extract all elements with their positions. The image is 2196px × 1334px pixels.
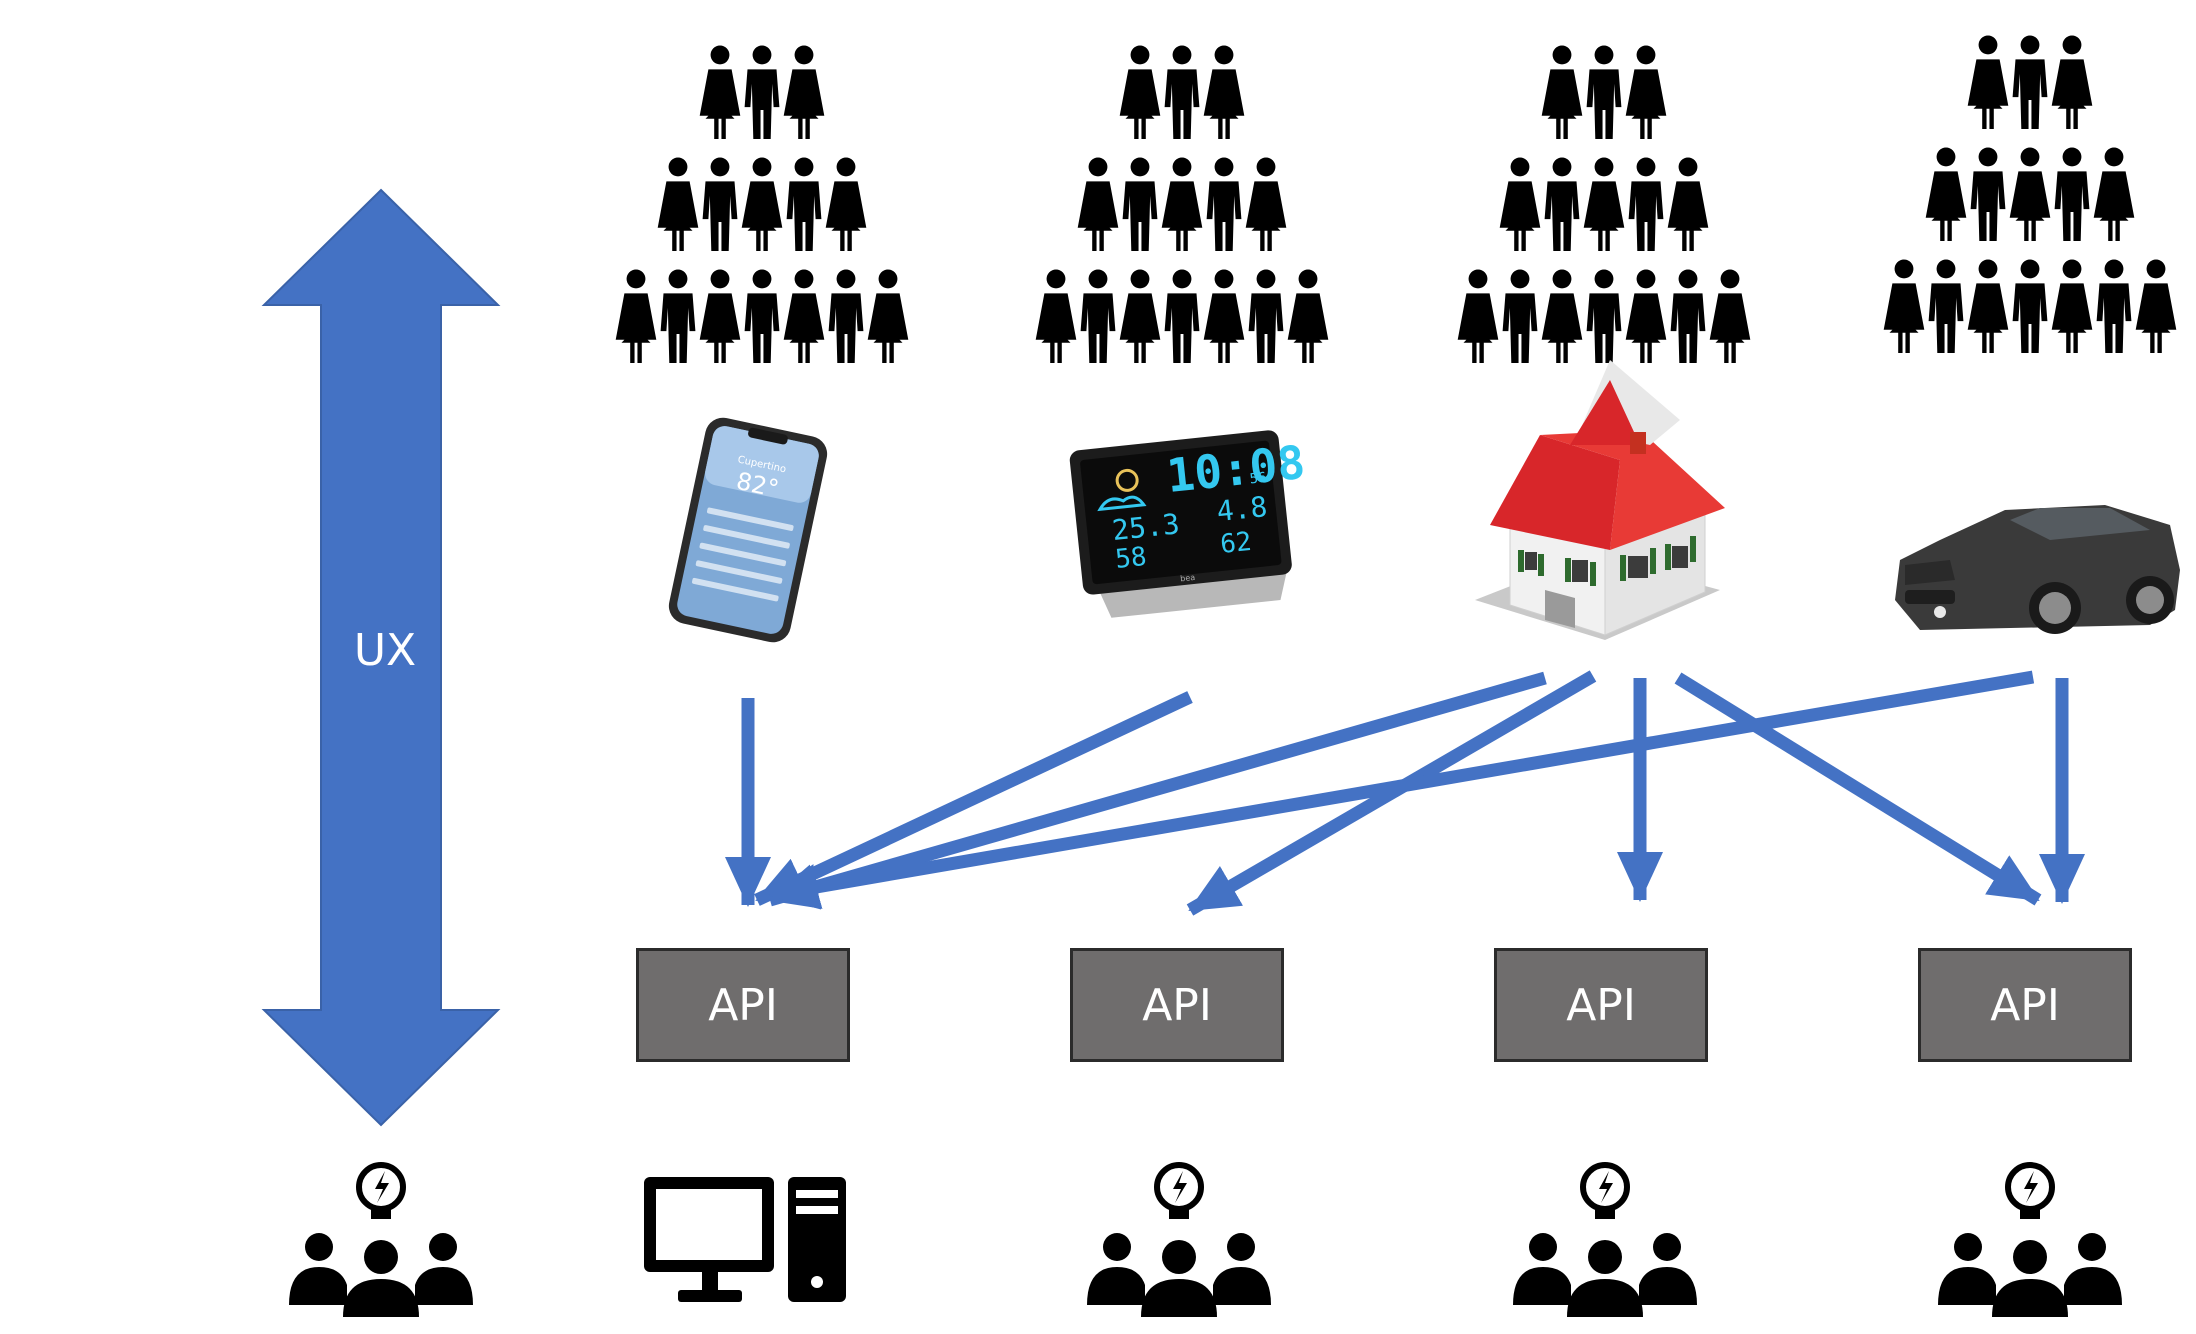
person-icon: [1203, 45, 1245, 139]
person-icon: [741, 157, 783, 251]
person-icon: [1541, 269, 1583, 363]
person-icon: [1967, 259, 2009, 353]
person-icon: [1970, 147, 2006, 241]
person-icon: [2054, 147, 2090, 241]
api-box-1: API: [636, 948, 850, 1062]
person-icon: [1709, 269, 1751, 363]
user-crowds: [615, 35, 2177, 363]
car-icon: [1895, 505, 2180, 634]
api-label-3: API: [1566, 979, 1636, 1031]
person-icon: [744, 269, 780, 363]
user-crowd-icon: [1035, 45, 1329, 363]
person-icon: [1586, 45, 1622, 139]
person-icon: [2051, 259, 2093, 353]
person-icon: [1206, 157, 1242, 251]
person-icon: [744, 45, 780, 139]
station-hum-in: 58: [1114, 542, 1148, 575]
person-icon: [1499, 157, 1541, 251]
arrow-house-to-api1: [768, 671, 1547, 909]
idea-team-icon: [289, 1165, 473, 1317]
person-icon: [699, 45, 741, 139]
person-icon: [867, 269, 909, 363]
person-icon: [660, 269, 696, 363]
person-icon: [1502, 269, 1538, 363]
bottom-icons: [289, 1165, 2122, 1317]
person-icon: [783, 269, 825, 363]
person-icon: [615, 269, 657, 363]
person-icon: [1122, 157, 1158, 251]
api-label-2: API: [1142, 979, 1212, 1031]
person-icon: [2012, 259, 2048, 353]
api-box-4: API: [1918, 948, 2132, 1062]
person-icon: [1077, 157, 1119, 251]
person-icon: [1245, 157, 1287, 251]
person-icon: [1667, 157, 1709, 251]
weather-station-icon: 10:08 56 25.3 58 4.8 62 bea: [1069, 430, 1307, 618]
smartphone-icon: Cupertino 82°: [668, 417, 828, 643]
person-icon: [2012, 35, 2048, 129]
user-crowd-icon: [1883, 35, 2177, 353]
person-icon: [1928, 259, 1964, 353]
person-icon: [1287, 269, 1329, 363]
station-seconds: 56: [1249, 470, 1267, 488]
person-icon: [1164, 269, 1200, 363]
desktop-computer-icon: [644, 1177, 846, 1302]
api-box-3: API: [1494, 948, 1708, 1062]
idea-team-icon: [1513, 1165, 1697, 1317]
person-icon: [1670, 269, 1706, 363]
api-label-4: API: [1990, 979, 2060, 1031]
person-icon: [1925, 147, 1967, 241]
person-icon: [1035, 269, 1077, 363]
idea-team-icon: [1938, 1165, 2122, 1317]
ux-label: UX: [353, 625, 417, 676]
person-icon: [1203, 269, 1245, 363]
person-icon: [783, 45, 825, 139]
person-icon: [1248, 269, 1284, 363]
api-box-2: API: [1070, 948, 1284, 1062]
person-icon: [2135, 259, 2177, 353]
person-icon: [1883, 259, 1925, 353]
person-icon: [1457, 269, 1499, 363]
house-icon: [1475, 360, 1725, 640]
person-icon: [825, 157, 867, 251]
person-icon: [1625, 269, 1667, 363]
person-icon: [1586, 269, 1622, 363]
person-icon: [657, 157, 699, 251]
person-icon: [1164, 45, 1200, 139]
person-icon: [1583, 157, 1625, 251]
person-icon: [2009, 147, 2051, 241]
station-brand: bea: [1180, 573, 1196, 584]
station-temp-in: 25.3: [1111, 507, 1182, 547]
person-icon: [1161, 157, 1203, 251]
arrow-house-to-api4: [1674, 672, 2042, 906]
station-hum-out: 62: [1219, 527, 1253, 560]
person-icon: [1119, 269, 1161, 363]
person-icon: [1119, 45, 1161, 139]
person-icon: [2096, 259, 2132, 353]
person-icon: [2093, 147, 2135, 241]
ux-double-arrow: [261, 188, 501, 1127]
station-temp-out: 4.8: [1215, 490, 1269, 528]
person-icon: [1967, 35, 2009, 129]
person-icon: [786, 157, 822, 251]
api-label-1: API: [708, 979, 778, 1031]
arrow-station-to-api1: [754, 691, 1193, 906]
connection-arrows: [725, 670, 2085, 916]
person-icon: [1544, 157, 1580, 251]
person-icon: [699, 269, 741, 363]
person-icon: [1625, 45, 1667, 139]
person-icon: [1628, 157, 1664, 251]
user-crowd-icon: [1457, 45, 1751, 363]
arrow-car-to-api1: [768, 670, 2035, 910]
person-icon: [2051, 35, 2093, 129]
person-icon: [702, 157, 738, 251]
person-icon: [1541, 45, 1583, 139]
person-icon: [828, 269, 864, 363]
idea-team-icon: [1087, 1165, 1271, 1317]
person-icon: [1080, 269, 1116, 363]
user-crowd-icon: [615, 45, 909, 363]
